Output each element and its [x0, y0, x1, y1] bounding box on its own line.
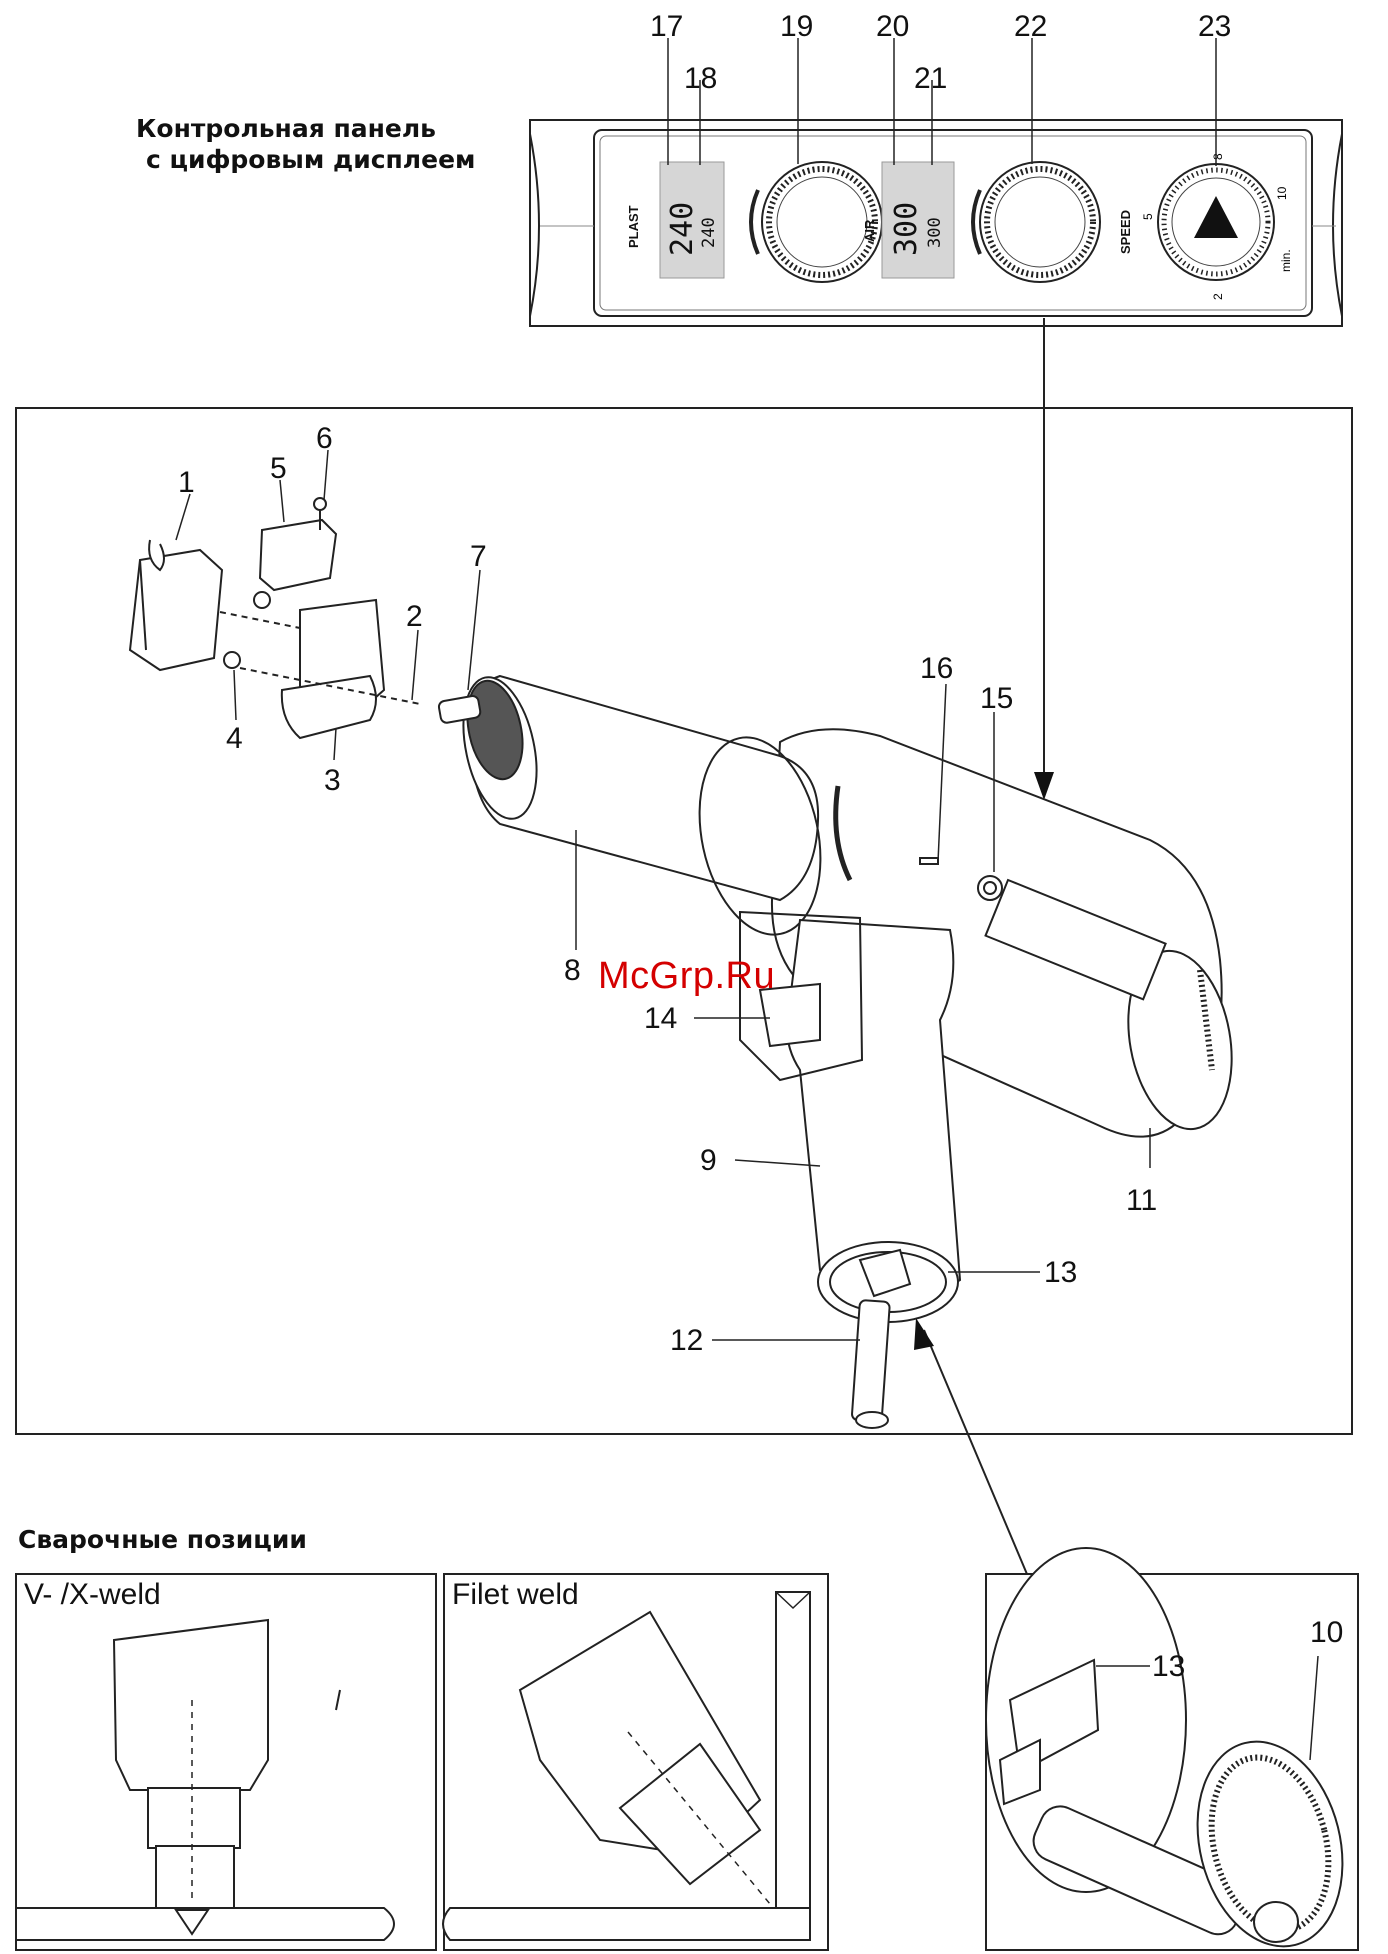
callout-19: 19: [780, 10, 813, 43]
callout-9: 9: [700, 1144, 717, 1177]
callout-3: 3: [324, 764, 341, 797]
callout-23: 23: [1198, 10, 1231, 43]
weld-box-1-title: V- /X-weld: [24, 1578, 161, 1612]
plast-label: PLAST: [626, 205, 641, 248]
callout-13: 13: [1044, 1256, 1077, 1289]
air-label: AIR: [862, 219, 877, 242]
air-sub-value: 300: [925, 217, 945, 248]
weld-box-2: [443, 1574, 828, 1950]
callout-7: 7: [470, 540, 487, 573]
callout-22: 22: [1014, 10, 1047, 43]
callout-15: 15: [980, 682, 1013, 715]
callout-12: 12: [670, 1324, 703, 1357]
speed-unit: min.: [1279, 249, 1293, 272]
callout-6: 6: [316, 422, 333, 455]
callout-14: 14: [644, 1002, 677, 1035]
plast-sub-value: 240: [699, 217, 719, 248]
callout-2: 2: [406, 600, 423, 633]
weld-box-2-title: Filet weld: [452, 1578, 579, 1612]
speed-tick-5: 5: [1141, 213, 1155, 220]
callout-13-detail: 13: [1152, 1650, 1185, 1683]
detail-box: [986, 1548, 1363, 1954]
callout-21: 21: [914, 62, 947, 95]
speed-tick-2: 2: [1211, 293, 1225, 300]
callout-5: 5: [270, 452, 287, 485]
plast-main-value: 240: [665, 202, 700, 256]
callout-11: 11: [1126, 1184, 1157, 1217]
callout-1: 1: [178, 466, 195, 499]
callout-10: 10: [1310, 1616, 1343, 1649]
callout-17: 17: [650, 10, 683, 43]
speed-tick-8: 8: [1211, 153, 1225, 160]
speed-tick-10: 10: [1275, 186, 1289, 200]
callout-16: 16: [920, 652, 953, 685]
callout-8: 8: [564, 954, 581, 987]
callout-20: 20: [876, 10, 909, 43]
weld-box-1: [16, 1574, 436, 1950]
watermark: McGrp.Ru: [598, 955, 775, 998]
callout-4: 4: [226, 722, 243, 755]
speed-label: SPEED: [1118, 210, 1133, 254]
air-main-value: 300: [889, 202, 924, 256]
callout-18: 18: [684, 62, 717, 95]
